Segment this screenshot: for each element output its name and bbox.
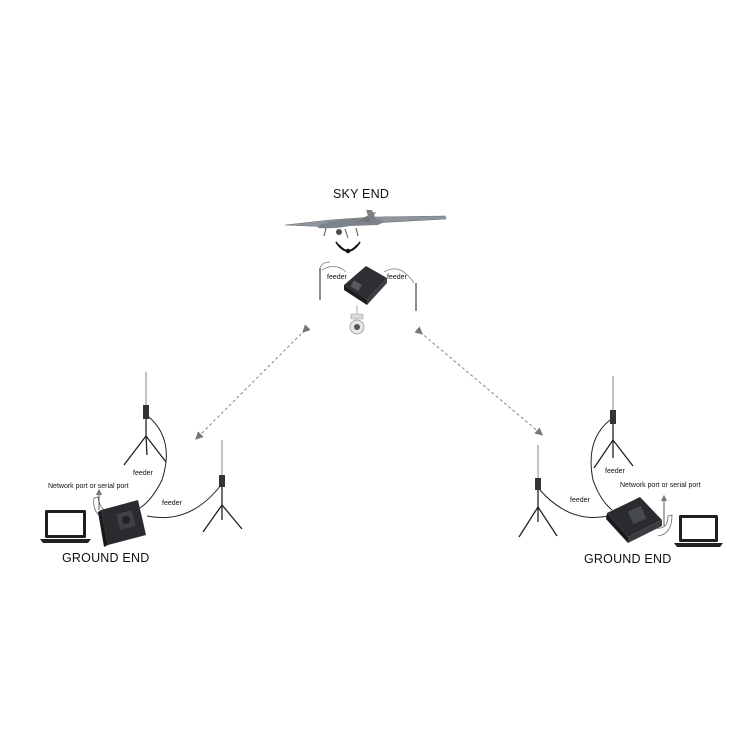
- sky-feeder-label-left: feeder: [327, 274, 347, 281]
- ground-right-port-label: Network port or serial port: [620, 482, 701, 489]
- ground-right-title: GROUND END: [584, 552, 672, 566]
- ground-right-feeder-label-lower: feeder: [570, 497, 590, 504]
- ground-left-feeder-upper: [139, 416, 167, 509]
- ground-right-feeder-label-upper: feeder: [605, 468, 625, 475]
- ground-right-feeder-upper: [590, 419, 613, 511]
- ground-left-feeder-lower: [146, 484, 222, 519]
- sky-datalink-device: [344, 266, 387, 305]
- ground-right-laptop-icon: [674, 515, 723, 547]
- wireless-signal-icon: [335, 241, 361, 254]
- sky-feeder-label-right: feeder: [387, 274, 407, 281]
- ground-right-antenna-short: [518, 445, 558, 538]
- ground-left-antenna-short: [202, 440, 243, 533]
- ground-left-feeder-label-lower: feeder: [162, 500, 182, 507]
- ground-right-serial-cable: [654, 514, 673, 537]
- sky-feeder-cable-left: [321, 266, 347, 273]
- wireless-link-left: [195, 324, 311, 440]
- drone-icon: [284, 210, 447, 239]
- ground-right-datalink-device: [606, 497, 662, 543]
- ground-left-feeder-label-upper: feeder: [133, 470, 153, 477]
- gimbal-camera-icon: [349, 305, 365, 335]
- ground-left-antenna-tall: [123, 372, 167, 466]
- ground-right-feeder-lower: [539, 489, 609, 518]
- ground-left-datalink-device: [98, 500, 146, 547]
- sky-antenna-left: [319, 261, 331, 300]
- ground-right-antenna-tall: [593, 376, 634, 469]
- sky-end-title: SKY END: [333, 187, 390, 201]
- ground-left-port-label: Network port or serial port: [48, 483, 129, 490]
- ground-left-laptop-icon: [40, 510, 91, 543]
- ground-left-title: GROUND END: [62, 551, 150, 565]
- wireless-link-right: [414, 326, 544, 436]
- sky-feeder-cable-right: [383, 268, 415, 284]
